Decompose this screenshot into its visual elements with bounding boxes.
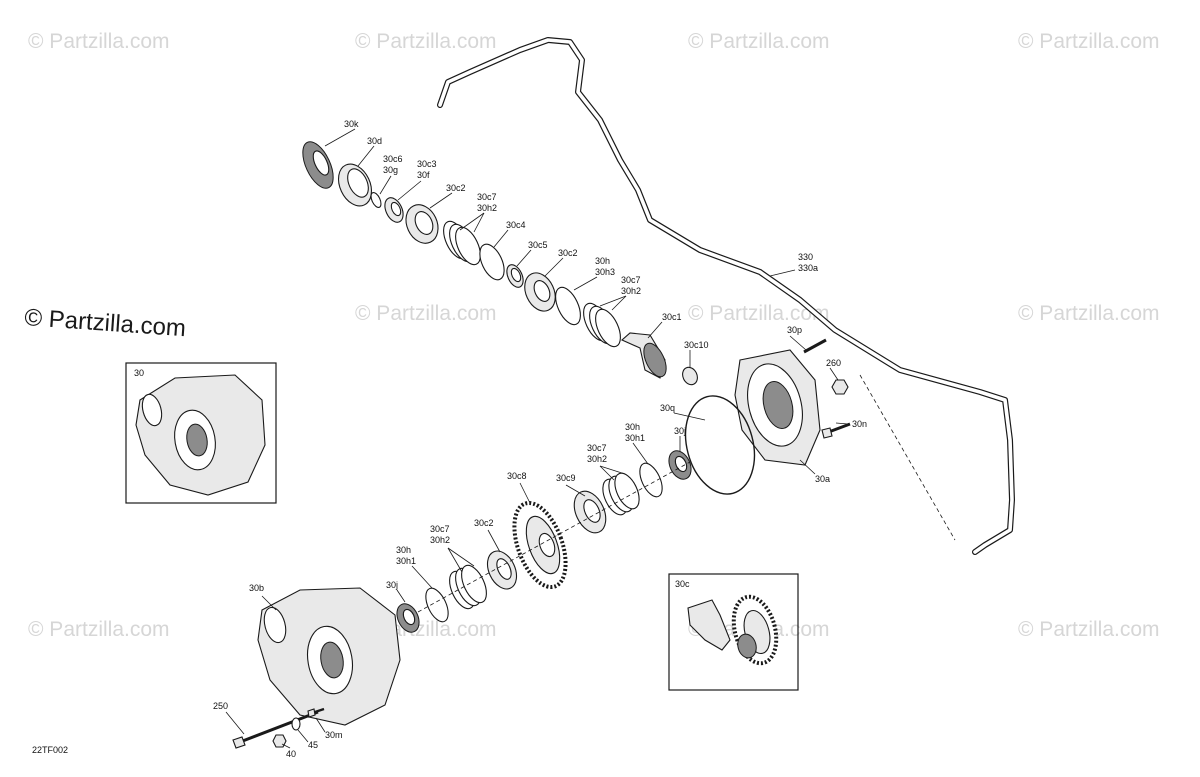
callout-40: 40 [286, 749, 296, 759]
watermark-text: © Partzilla.com [688, 302, 830, 325]
callout-30c8: 30c8 [507, 471, 527, 481]
housing-cover-30a [734, 349, 821, 466]
bearing-30c2-mid [524, 272, 556, 312]
bushing-30c10 [682, 366, 698, 386]
inset-box-assembly-30 [125, 362, 277, 504]
ring-30c4 [479, 243, 505, 281]
partzilla-watermark: © Partzilla.com [24, 304, 187, 342]
bolt-30n [821, 422, 851, 439]
callout-30c5: 30c5 [528, 240, 548, 250]
callout-30k: 30k [344, 119, 359, 129]
seal-30j-lower-right [668, 450, 692, 480]
callout-30h-right: 30h [625, 422, 640, 432]
shims-30c7-mid [583, 302, 621, 348]
callout-30h2-left: 30h2 [430, 535, 450, 545]
callout-330: 330 [798, 252, 813, 262]
callout-30c2-mid: 30c2 [558, 248, 578, 258]
callout-30f: 30f [417, 170, 430, 180]
callout-30j-left: 30j [386, 580, 398, 590]
shims-30c7-upper [443, 220, 481, 266]
callout-30c7-right: 30c7 [587, 443, 607, 453]
callout-30h1-right: 30h1 [625, 433, 645, 443]
washer-45 [291, 717, 301, 731]
watermark-text: © Partzilla.com [355, 302, 497, 325]
callout-30m: 30m [325, 730, 343, 740]
oil-seal-30k [302, 141, 334, 189]
watermark-text: © Partzilla.com [28, 30, 170, 53]
shims-30c7-lower-left [449, 564, 487, 610]
ring-gear-30c8 [512, 500, 568, 590]
watermark-text: © Partzilla.com [28, 618, 170, 641]
watermark-text: © Partzilla.com [688, 30, 830, 53]
callout-30h-left: 30h [396, 545, 411, 555]
callout-260: 260 [826, 358, 841, 368]
watermark-text: © Partzilla.com [1018, 618, 1160, 641]
bearing-30c2-upper [405, 204, 439, 244]
nut-260 [831, 379, 849, 395]
watermark-text: © Partzilla.com [1018, 30, 1160, 53]
callout-30c2-upper: 30c2 [446, 183, 466, 193]
callout-30h2-upper: 30h2 [477, 203, 497, 213]
callout-labels: 30k 30d 30c6 30g 30c3 30f 30c2 30c7 30h2… [134, 119, 867, 759]
o-ring-30q [684, 395, 756, 495]
callout-30h2-mid: 30h2 [621, 286, 641, 296]
shim-30h-lower-left [425, 587, 449, 623]
pinion-gear-30c1 [620, 332, 667, 379]
callout-30d: 30d [367, 136, 382, 146]
callout-30c2-lower: 30c2 [474, 518, 494, 528]
bolt-250 [232, 710, 319, 749]
callout-30p: 30p [787, 325, 802, 335]
callout-30c4: 30c4 [506, 220, 526, 230]
callout-30g: 30g [383, 165, 398, 175]
inset-gear-set-30c-drawing [687, 594, 779, 666]
figure-code: 22TF002 [32, 745, 68, 755]
callout-30b: 30b [249, 583, 264, 593]
callout-30c7-upper: 30c7 [477, 192, 497, 202]
housing-30b [257, 587, 401, 726]
callout-30-inset: 30 [134, 368, 144, 378]
callout-30c7-left: 30c7 [430, 524, 450, 534]
callout-30c10: 30c10 [684, 340, 709, 350]
callout-30h-upper: 30h [595, 256, 610, 266]
callout-30h3: 30h3 [595, 267, 615, 277]
callout-30h2-right: 30h2 [587, 454, 607, 464]
shim-30h-upper [555, 286, 581, 326]
nut-30c3 [384, 197, 404, 223]
watermark-text: © Partzilla.com [355, 30, 497, 53]
callout-30c1: 30c1 [662, 312, 682, 322]
bearing-30c2-lower [486, 550, 518, 590]
callout-30j-right: 30j [674, 426, 686, 436]
callout-30c3: 30c3 [417, 159, 437, 169]
callout-30q: 30q [660, 403, 675, 413]
callout-45: 45 [308, 740, 318, 750]
leader-lines [225, 128, 849, 749]
inset-assembly-30-drawing [135, 374, 266, 496]
callout-30c-inset: 30c [675, 579, 690, 589]
inset-box-gear-set-30c [668, 573, 799, 691]
bearing-30d [337, 163, 373, 207]
watermark-text: © Partzilla.com [1018, 302, 1160, 325]
ring-30c6 [370, 192, 382, 208]
callout-30c9: 30c9 [556, 473, 576, 483]
callout-250: 250 [213, 701, 228, 711]
callout-30h1-left: 30h1 [396, 556, 416, 566]
bolt-30m [307, 707, 325, 718]
callout-330a: 330a [798, 263, 818, 273]
seal-30j-lower-left [396, 603, 420, 633]
callout-30c7-mid: 30c7 [621, 275, 641, 285]
shim-30h-lower-right [639, 462, 663, 498]
stud-30p [803, 338, 827, 354]
bearing-30c9 [573, 490, 607, 534]
spacer-30c5 [506, 264, 524, 288]
callout-30a: 30a [815, 474, 830, 484]
callout-30c6: 30c6 [383, 154, 403, 164]
callout-30n: 30n [852, 419, 867, 429]
